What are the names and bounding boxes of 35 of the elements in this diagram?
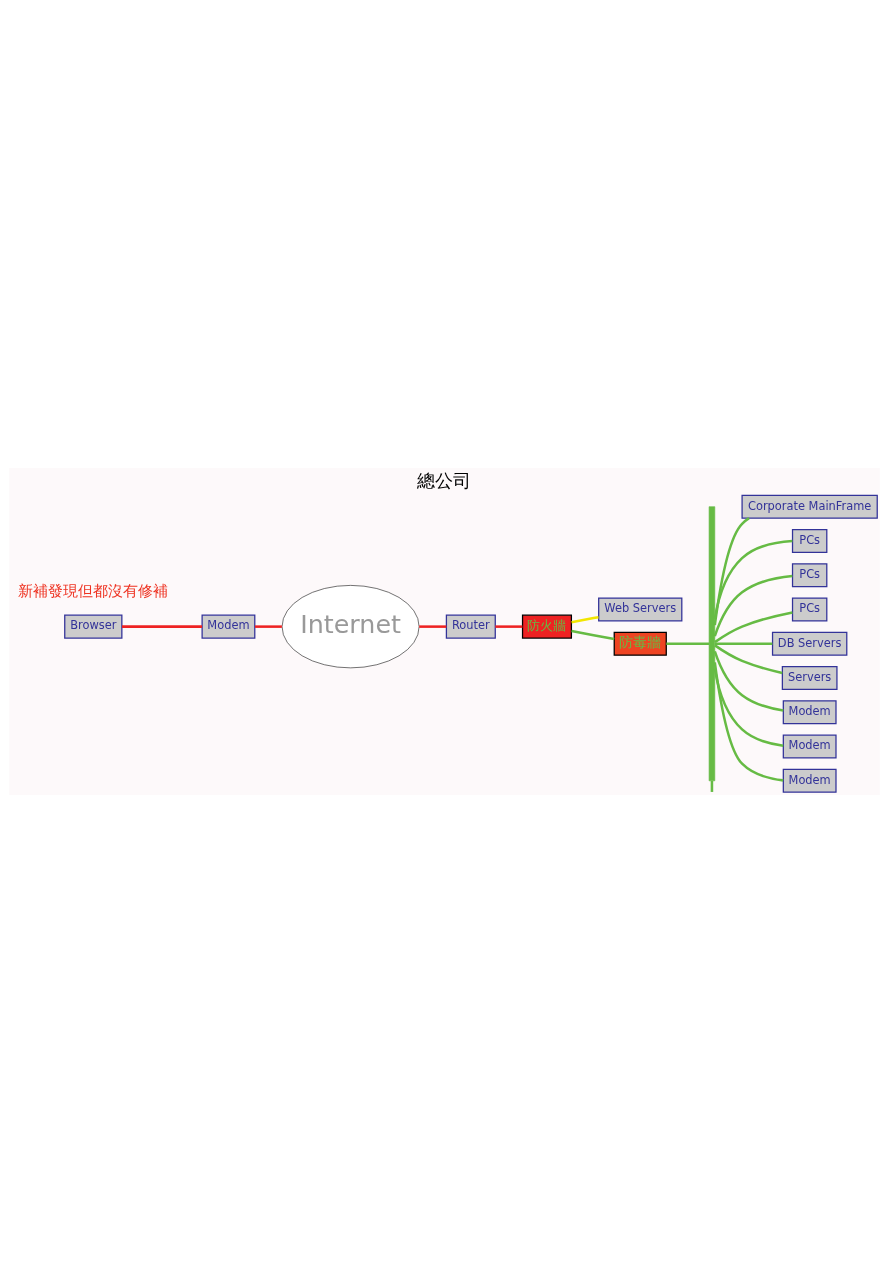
label: 新補發現但都沒有修補 bbox=[18, 582, 169, 601]
connector bbox=[713, 574, 793, 637]
connector bbox=[713, 668, 784, 747]
connector bbox=[713, 650, 784, 712]
connector bbox=[255, 625, 282, 628]
node-box: Servers bbox=[781, 665, 838, 691]
node-box: Web Servers bbox=[598, 597, 683, 622]
connector bbox=[495, 625, 523, 628]
node-box: PCs bbox=[791, 563, 828, 588]
connector bbox=[713, 539, 793, 620]
connector bbox=[419, 625, 447, 628]
connector bbox=[714, 611, 793, 644]
node-box: PCs bbox=[791, 528, 828, 554]
node-box: DB Servers bbox=[771, 631, 848, 656]
node-box: Corporate MainFrame bbox=[741, 494, 878, 519]
connector bbox=[714, 642, 773, 646]
node-box: PCs bbox=[791, 597, 828, 622]
node-box: Modem bbox=[782, 768, 837, 793]
node-box: Modem bbox=[782, 700, 837, 725]
connector bbox=[571, 615, 599, 624]
connector bbox=[571, 629, 615, 641]
connector bbox=[666, 642, 710, 646]
connector bbox=[713, 662, 784, 782]
node-box: Modem bbox=[782, 734, 837, 759]
node-box: Modem bbox=[201, 614, 256, 639]
connector bbox=[713, 517, 750, 626]
connector bbox=[714, 644, 783, 675]
diagram-title: 總公司 bbox=[417, 471, 472, 492]
node-ellipse: Internet bbox=[281, 585, 420, 669]
node-box: Browser bbox=[64, 614, 123, 639]
node-box: 防火牆 bbox=[521, 614, 573, 639]
node-box: 防毒牆 bbox=[613, 631, 667, 656]
node-bar bbox=[708, 506, 716, 782]
connector bbox=[122, 625, 203, 628]
node-box: Router bbox=[445, 614, 496, 639]
